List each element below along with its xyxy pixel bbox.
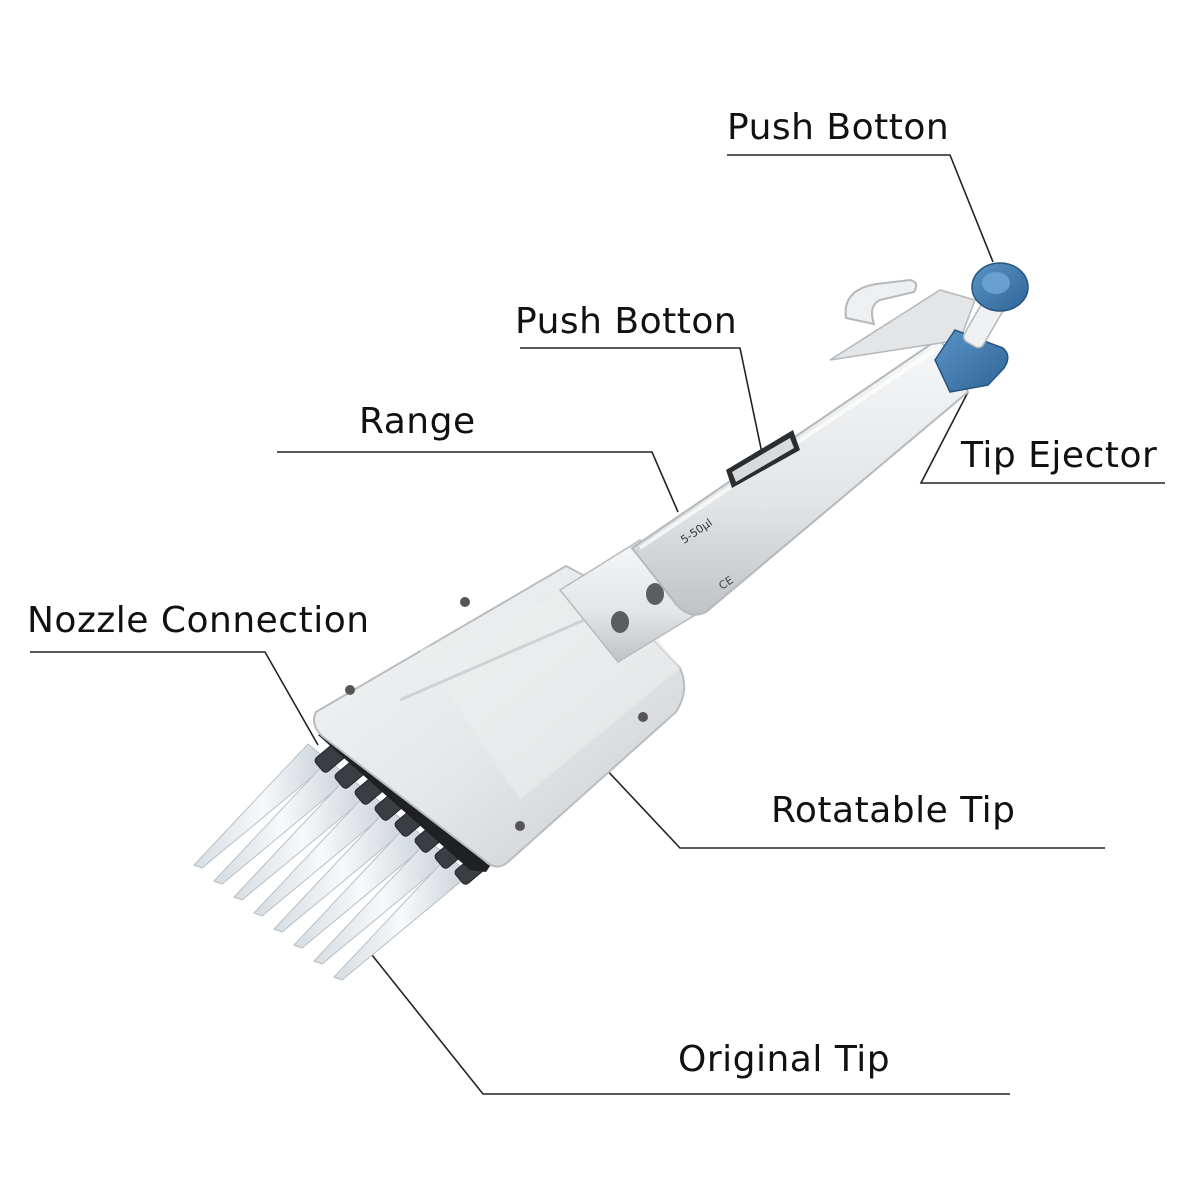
label-nozzle-connection: Nozzle Connection xyxy=(27,600,370,641)
manifold-screw-2 xyxy=(345,685,355,695)
manifold-screw-1 xyxy=(460,597,470,607)
leader-tip-ejector xyxy=(919,391,1165,484)
finger-hook xyxy=(844,278,918,326)
label-tip-ejector: Tip Ejector xyxy=(961,435,1158,476)
leader-push-button-top xyxy=(727,154,994,263)
label-rotatable-tip: Rotatable Tip xyxy=(771,790,1016,831)
label-original-tip: Original Tip xyxy=(678,1039,891,1080)
leader-rotatable-tip xyxy=(587,749,1105,849)
leader-range xyxy=(277,451,679,513)
push-button-assembly xyxy=(962,262,1029,349)
manifold-screw-4 xyxy=(515,821,525,831)
manifold-screw-3 xyxy=(638,712,648,722)
volume-display-window xyxy=(726,430,800,488)
pipette-handle xyxy=(630,278,976,616)
label-push-button-top: Push Botton xyxy=(727,107,950,148)
label-range: Range xyxy=(359,401,476,442)
pipette-tips xyxy=(193,743,471,981)
leader-push-button-mid xyxy=(520,347,764,459)
leader-original-tip xyxy=(371,954,1010,1095)
tip-ejector xyxy=(934,329,1009,393)
label-push-button-mid: Push Botton xyxy=(515,301,738,342)
leader-lines xyxy=(30,154,1165,1095)
leader-nozzle-connection xyxy=(30,651,319,746)
